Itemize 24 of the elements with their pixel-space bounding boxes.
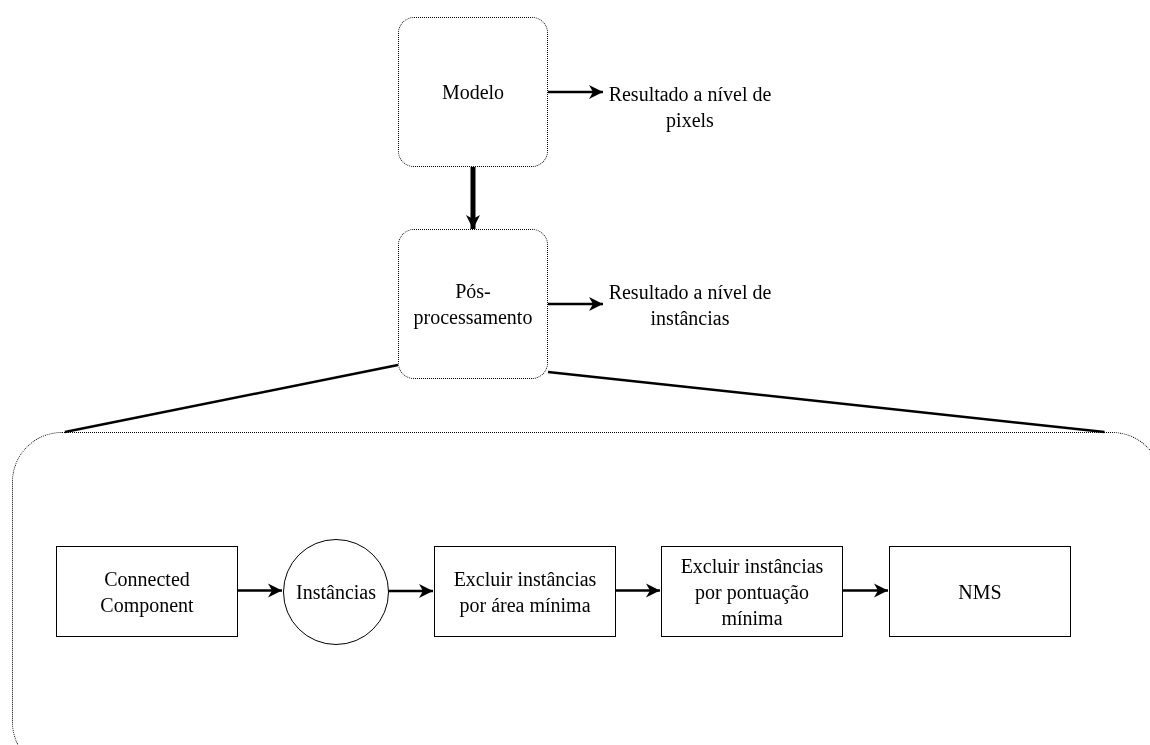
process-box bbox=[398, 229, 548, 379]
node-label: Resultado a nível de instâncias bbox=[607, 280, 773, 331]
node-label: Instâncias bbox=[295, 580, 377, 605]
arrow bbox=[842, 583, 888, 598]
zoom-line bbox=[547, 370, 1105, 434]
arrow bbox=[466, 167, 480, 229]
process-box bbox=[434, 546, 616, 637]
arrow bbox=[548, 85, 603, 99]
process-box bbox=[398, 17, 548, 167]
arrow bbox=[388, 584, 433, 598]
arrow bbox=[237, 583, 282, 598]
node-label: Excluir instâncias por área mínima bbox=[452, 566, 598, 618]
process-box bbox=[56, 546, 238, 637]
arrow bbox=[548, 297, 603, 311]
process-box bbox=[661, 546, 843, 637]
node-label: Modelo bbox=[440, 80, 506, 105]
arrow bbox=[615, 583, 660, 598]
node-label: Connected Component bbox=[99, 566, 195, 618]
node-label: NMS bbox=[957, 579, 1003, 605]
process-box bbox=[889, 546, 1071, 637]
node-label: Excluir instâncias por pontuação mínima bbox=[679, 553, 825, 631]
node-label: Pós- processamento bbox=[412, 279, 534, 330]
zoom-line bbox=[64, 363, 399, 434]
node-label: Resultado a nível de pixels bbox=[607, 82, 773, 133]
